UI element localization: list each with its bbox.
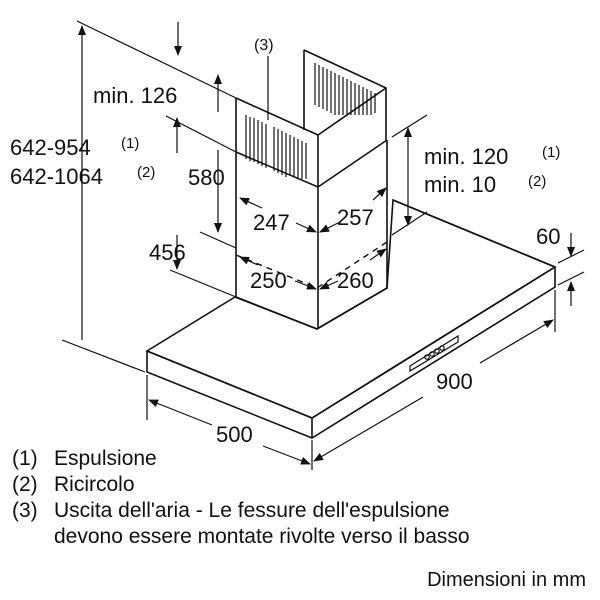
legend-item: (1)Espulsione (12, 447, 157, 470)
legend-item: (2)Ricircolo (12, 473, 135, 496)
total-height-2-note: (2) (137, 164, 155, 181)
legend-item: devono essere montate rivolte verso il b… (54, 525, 470, 548)
legend: (1)Espulsione (2)Ricircolo (3)Uscita del… (12, 446, 470, 550)
air-outlet-grille-back (314, 63, 376, 115)
legend-item: (3)Uscita dell'aria - Le fessure dell'es… (12, 499, 450, 522)
total-height-2: 642-1064 (10, 164, 103, 189)
hood-depth-label: 500 (216, 422, 253, 447)
upper-chimney-label: 580 (188, 165, 225, 190)
hood-thickness-label: 60 (536, 224, 560, 249)
lower-depth-label: 260 (337, 268, 374, 293)
min-top-label: min. 126 (93, 83, 177, 108)
control-panel (409, 334, 459, 373)
min-gap-2-note: (2) (528, 173, 546, 190)
min-gap-1-label: min. 120 (424, 144, 508, 169)
lower-width-label: 250 (250, 268, 287, 293)
dimension-lines (61, 20, 585, 470)
air-outlet-grille-front (245, 115, 307, 179)
lower-chimney-label: 456 (149, 240, 186, 265)
outlet-callout: (3) (254, 37, 274, 54)
min-gap-2-label: min. 10 (424, 172, 496, 197)
hood-body (145, 198, 557, 439)
chimney (235, 49, 388, 330)
upper-width-label: 247 (253, 210, 290, 235)
min-gap-1-note: (1) (542, 144, 560, 161)
units-note: Dimensioni in mm (427, 569, 586, 591)
upper-depth-label: 257 (337, 205, 374, 230)
hood-width-label: 900 (436, 369, 473, 394)
total-height-1-note: (1) (121, 135, 139, 152)
total-height-1: 642-954 (10, 135, 91, 160)
